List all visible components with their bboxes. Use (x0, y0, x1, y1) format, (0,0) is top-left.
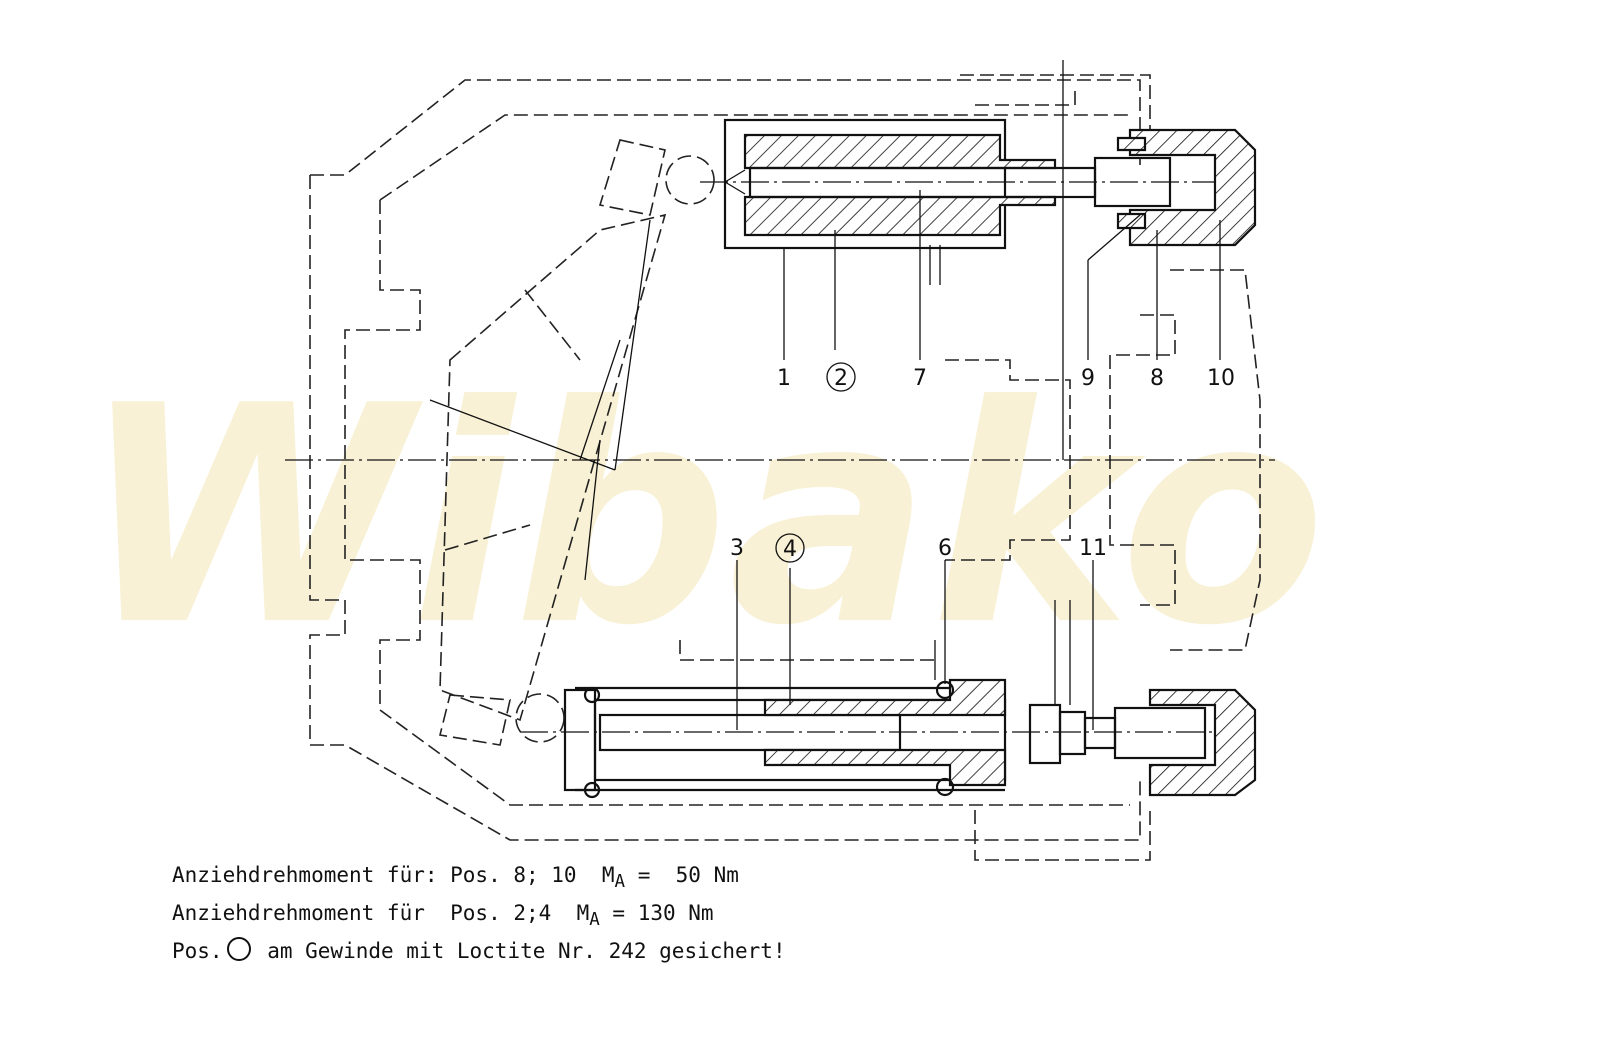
label-pos-2-circle (826, 362, 856, 392)
circle-symbol-icon (226, 937, 251, 962)
note-line-1: Anziehdrehmoment für: Pos. 8; 10 MA = 50… (172, 863, 739, 893)
swing-link (439, 213, 667, 722)
torque-notes: Anziehdrehmoment für: Pos. 8; 10 MA = 50… (172, 860, 786, 967)
label-pos-2: 2 (834, 366, 848, 391)
label-pos-7: 7 (913, 366, 927, 391)
label-pos-6: 6 (938, 536, 952, 561)
leader-lines (736, 190, 1221, 730)
lower-ball-joint (439, 693, 565, 746)
upper-ball-joint (598, 139, 715, 216)
label-pos-9: 9 (1081, 366, 1095, 391)
label-pos-10: 10 (1207, 366, 1235, 391)
label-pos-11: 11 (1079, 536, 1107, 561)
note-line-3: Pos. am Gewinde mit Loctite Nr. 242 gesi… (172, 937, 786, 964)
lower-cylinder (563, 600, 1257, 799)
upper-cylinder (723, 118, 1257, 285)
label-pos-8: 8 (1150, 366, 1164, 391)
label-pos-4: 4 (783, 537, 797, 562)
center-lines (285, 60, 1275, 733)
label-pos-1: 1 (777, 366, 791, 391)
label-pos-4-circle (775, 533, 805, 563)
watermark-logo: Wibako (80, 342, 1326, 691)
note-line-2: Anziehdrehmoment für Pos. 2;4 MA = 130 N… (172, 901, 714, 931)
label-pos-3: 3 (730, 536, 744, 561)
position-labels: 1 2 7 9 8 10 3 4 6 11 (730, 362, 1235, 563)
